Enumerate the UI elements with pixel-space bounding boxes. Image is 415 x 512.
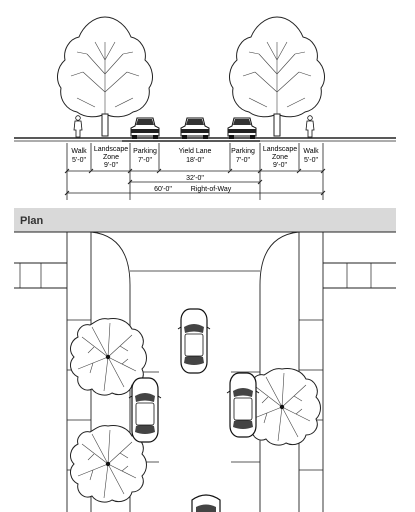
yield-lane-dim: 18'-0"	[186, 157, 204, 164]
car-icon	[227, 117, 257, 140]
plan-label: Plan	[20, 215, 44, 227]
car-icon	[130, 117, 160, 140]
landscape-left-label: Landscape	[94, 146, 128, 153]
curb-to-curb-dim: 32'-0"	[186, 175, 204, 182]
car-icon	[191, 494, 221, 512]
plan-band	[14, 208, 396, 232]
parking-left-label: Parking	[133, 148, 157, 155]
yield-lane-label: Yield Lane	[179, 148, 212, 155]
landscape-right-label: Landscape	[263, 146, 297, 153]
parking-right-label: Parking	[231, 148, 255, 155]
pedestrian-icon	[305, 115, 315, 138]
section-view: Walk 5'-0" Landscape Zone 9'-0" Parking …	[14, 16, 396, 200]
landscape-right-dim: 9'-0"	[273, 162, 287, 169]
walk-left-dim: 5'-0"	[72, 157, 86, 164]
landscape-right-label-2: Zone	[272, 154, 288, 161]
plan-view: Plan	[14, 208, 396, 512]
section-labels: Walk 5'-0" Landscape Zone 9'-0" Parking …	[71, 146, 319, 169]
car-icon	[128, 377, 162, 443]
walk-left-label: Walk	[71, 148, 87, 155]
landscape-left-label-2: Zone	[103, 154, 119, 161]
pedestrian-icon	[73, 115, 83, 138]
parking-right-dim: 7'-0"	[236, 157, 250, 164]
car-icon	[177, 308, 211, 374]
right-of-way-label: Right-of-Way	[191, 186, 232, 193]
landscape-left-dim: 9'-0"	[104, 162, 118, 169]
car-icon	[180, 117, 210, 140]
right-of-way-dim: 60'-0"	[154, 186, 172, 193]
walk-right-dim: 5'-0"	[304, 157, 318, 164]
car-icon	[226, 372, 260, 438]
parking-left-dim: 7'-0"	[138, 157, 152, 164]
walk-right-label: Walk	[303, 148, 319, 155]
dimension-lines	[64, 168, 326, 196]
